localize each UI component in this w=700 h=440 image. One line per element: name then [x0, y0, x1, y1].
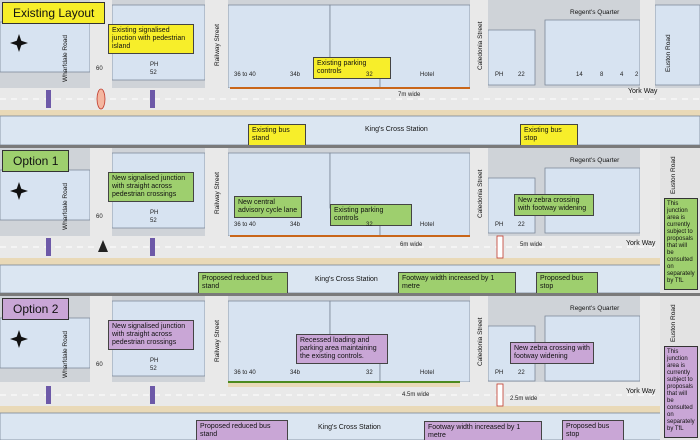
street-wharfdale: Wharfdale Road: [62, 183, 69, 230]
side-note: This junction area is currently subject …: [664, 198, 698, 290]
bldg-ph-2: PH: [495, 72, 504, 78]
note-bus-stop: Proposed bus stop: [536, 272, 598, 293]
bldg-hotel: Hotel: [420, 222, 435, 228]
bldg-2: 2: [635, 72, 639, 78]
bldg-hotel: Hotel: [420, 370, 435, 376]
bldg-34b: 34b: [290, 370, 301, 376]
bldg-14: 14: [576, 72, 583, 78]
street-york: York Way: [628, 88, 658, 95]
bldg-hotel: Hotel: [420, 72, 435, 78]
panel-title: Option 1: [2, 150, 70, 172]
panel-option-1: Option 1 New signalised junction with st…: [0, 148, 700, 293]
bldg-60: 60: [96, 214, 103, 220]
note-existing-bus-stop: Existing bus stop: [520, 124, 578, 145]
panel-title: Existing Layout: [2, 2, 106, 24]
bldg-60: 60: [96, 66, 103, 72]
bldg-ph: PH: [150, 62, 159, 68]
street-regents: Regent's Quarter: [570, 157, 620, 164]
bldg-ph-2: PH: [495, 222, 504, 228]
bldg-22: 22: [518, 72, 525, 78]
street-regents: Regent's Quarter: [570, 305, 620, 312]
note-bus-stop: Proposed bus stop: [562, 420, 624, 440]
bldg-32: 32: [366, 222, 373, 228]
street-caledonia: Caledonia Street: [477, 169, 484, 218]
note-footway: Footway width increased by 1 metre: [424, 421, 542, 440]
bldg-34b: 34b: [290, 222, 301, 228]
bldg-22: 22: [518, 222, 525, 228]
kings-cross-label: King's Cross Station: [318, 424, 381, 431]
street-wharfdale: Wharfdale Road: [62, 35, 69, 82]
street-railway: Railway Street: [214, 172, 221, 214]
bldg-36-40: 36 to 40: [234, 72, 256, 78]
existing-map-drawing: [0, 0, 700, 145]
bldg-ph-2: PH: [495, 370, 504, 376]
bldg-36-40: 36 to 40: [234, 370, 256, 376]
panel-option-2: Option 2 New signalised junction with st…: [0, 296, 700, 440]
street-caledonia: Caledonia Street: [477, 21, 484, 70]
width-label: 7m wide: [398, 92, 421, 98]
bldg-34b: 34b: [290, 72, 301, 78]
width-label: 6m wide: [400, 242, 423, 248]
kings-cross-label: King's Cross Station: [315, 276, 378, 283]
north-arrow-icon: [8, 328, 30, 350]
side-note: This junction area is currently subject …: [664, 346, 698, 438]
width-label: 4.5m wide: [402, 392, 430, 398]
note-parking: Existing parking controls: [330, 204, 412, 226]
note-existing-parking: Existing parking controls: [313, 57, 391, 79]
street-railway: Railway Street: [214, 24, 221, 66]
note-footway: Footway width increased by 1 metre: [398, 272, 516, 293]
note-recessed-loading: Recessed loading and parking area mainta…: [296, 334, 388, 364]
street-york: York Way: [626, 240, 656, 247]
note-new-junction: New signalised junction with straight ac…: [108, 172, 194, 202]
street-euston: Euston Road: [670, 156, 677, 194]
street-wharfdale: Wharfdale Road: [62, 331, 69, 378]
bldg-52: 52: [150, 366, 157, 372]
street-railway: Railway Street: [214, 320, 221, 362]
panel-title: Option 2: [2, 298, 70, 320]
bldg-52: 52: [150, 218, 157, 224]
bldg-52: 52: [150, 70, 157, 76]
bldg-8: 8: [600, 72, 604, 78]
street-euston: Euston Road: [665, 34, 672, 72]
street-regents: Regent's Quarter: [570, 9, 620, 16]
bldg-32: 32: [366, 72, 373, 78]
note-existing-junction: Existing signalised junction with pedest…: [108, 24, 194, 54]
note-zebra: New zebra crossing with footway widening: [514, 194, 594, 216]
note-zebra: New zebra crossing with footway widening: [510, 342, 594, 364]
north-arrow-icon: [8, 32, 30, 54]
option2-map-drawing: [0, 296, 700, 440]
width-label-2: 5m wide: [520, 242, 543, 248]
street-euston: Euston Road: [670, 304, 677, 342]
note-reduced-bus-stand: Proposed reduced bus stand: [198, 272, 288, 293]
street-caledonia: Caledonia Street: [477, 317, 484, 366]
note-cycle-lane: New central advisory cycle lane: [234, 196, 302, 218]
note-new-junction: New signalised junction with straight ac…: [108, 320, 194, 350]
note-reduced-bus-stand: Proposed reduced bus stand: [196, 420, 288, 440]
panel-existing: Existing Layout Existing signalised junc…: [0, 0, 700, 145]
bldg-36-40: 36 to 40: [234, 222, 256, 228]
bldg-60: 60: [96, 362, 103, 368]
width-label-2: 2.5m wide: [510, 396, 538, 402]
bldg-22: 22: [518, 370, 525, 376]
north-arrow-icon: [8, 180, 30, 202]
bldg-ph: PH: [150, 358, 159, 364]
bldg-4: 4: [620, 72, 624, 78]
note-existing-bus-stand: Existing bus stand: [248, 124, 306, 145]
kings-cross-label: King's Cross Station: [365, 126, 428, 133]
street-york: York Way: [626, 388, 656, 395]
bldg-ph: PH: [150, 210, 159, 216]
bldg-32: 32: [366, 370, 373, 376]
